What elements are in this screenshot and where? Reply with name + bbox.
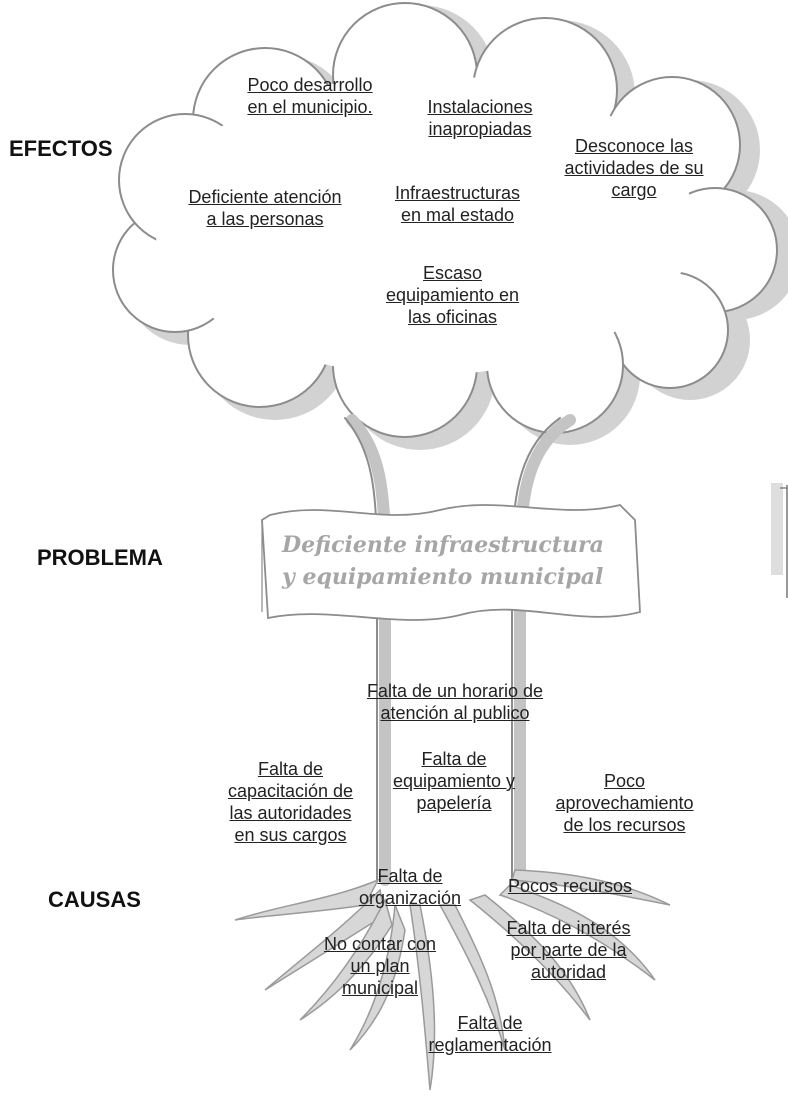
label-line: Deficiente atención [188, 187, 342, 207]
problem-text: Deficiente infraestructura y equipamient… [282, 532, 604, 590]
label-line: las autoridades [229, 803, 352, 823]
label-line: equipamiento y [392, 771, 516, 791]
label-line: municipal [341, 978, 419, 998]
cause-item: Pocos recursos [490, 875, 650, 897]
cloud-fill [155, 75, 695, 375]
label-line: No contar con [323, 934, 437, 954]
label-line: en mal estado [400, 205, 515, 225]
label-line: capacitación de [227, 781, 354, 801]
label-line: a las personas [206, 209, 324, 229]
label-line: Infraestructuras [394, 183, 521, 203]
label-line: un plan [350, 956, 410, 976]
label-line: Escaso [422, 263, 483, 283]
label-line: aprovechamiento [555, 793, 694, 813]
label-line: Desconoce las [574, 136, 694, 156]
label-line: Falta de un horario de [366, 681, 544, 701]
label-line: Falta de [377, 866, 443, 886]
label-line: papelería [416, 793, 492, 813]
effects-heading: EFECTOS [9, 136, 113, 161]
causes-heading: CAUSAS [48, 887, 141, 912]
label-line: Falta de interés [506, 918, 631, 938]
label-line: Instalaciones [427, 97, 533, 117]
label-line: atención al publico [380, 703, 530, 723]
label-line: cargo [611, 180, 657, 200]
label-line: Falta de [421, 749, 487, 769]
label-line: Falta de [457, 1013, 523, 1033]
label-line: las oficinas [407, 307, 498, 327]
label-line: autoridad [530, 962, 607, 982]
label-line: Poco desarrollo [247, 75, 373, 95]
problem-heading: PROBLEMA [37, 545, 163, 570]
label-line: inapropiadas [428, 119, 532, 139]
label-line: organización [358, 888, 462, 908]
label-line: reglamentación [428, 1035, 552, 1055]
side-mark [771, 483, 788, 598]
label-line: en sus cargos [234, 825, 347, 845]
problem-banner [261, 504, 641, 621]
label-line: Poco [603, 771, 646, 791]
label-line: de los recursos [563, 815, 686, 835]
label-line: equipamiento en [385, 285, 520, 305]
label-line: Falta de [257, 759, 324, 779]
label-line: actividades de su [564, 158, 704, 178]
label-line: por parte de la [510, 940, 627, 960]
tree-roots [234, 869, 671, 1091]
label-line: en el municipio. [247, 97, 373, 117]
label-line: Pocos recursos [507, 876, 633, 896]
